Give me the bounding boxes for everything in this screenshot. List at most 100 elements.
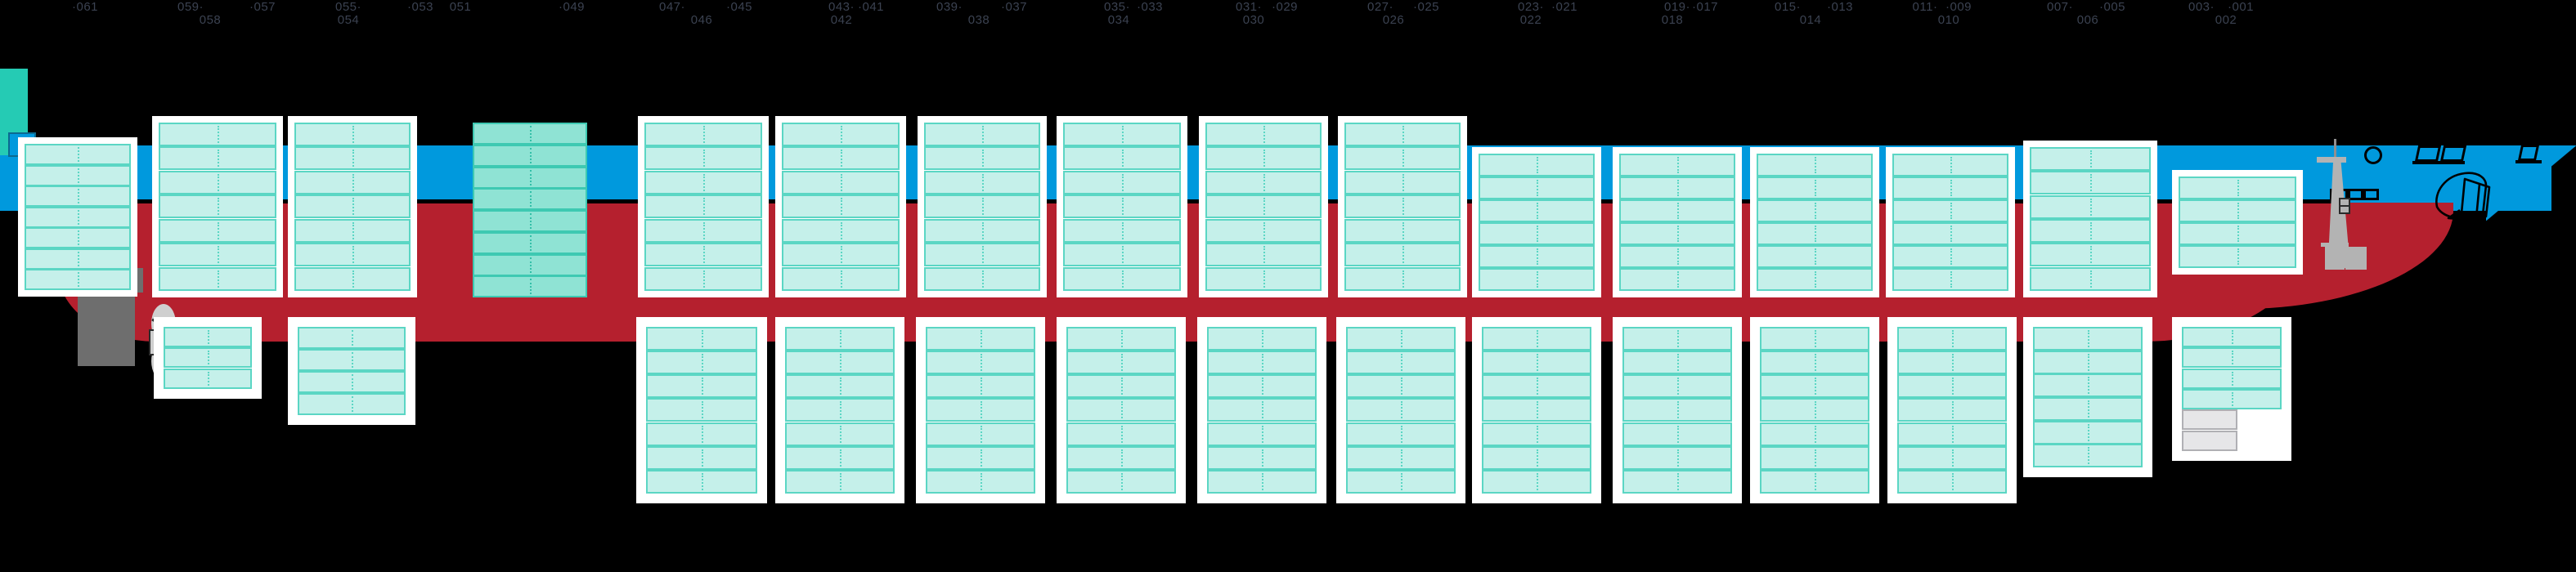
- container-slot[interactable]: [298, 371, 406, 393]
- container-slot[interactable]: [1344, 219, 1461, 243]
- container-slot[interactable]: [924, 123, 1040, 146]
- container-slot[interactable]: [25, 144, 131, 165]
- container-slot[interactable]: [2179, 199, 2296, 222]
- container-slot[interactable]: [644, 267, 762, 291]
- container-slot[interactable]: [2030, 243, 2151, 266]
- container-slot[interactable]: [2182, 409, 2237, 430]
- container-stack-bay-010[interactable]: [1887, 317, 2017, 503]
- container-slot[interactable]: [1207, 422, 1317, 446]
- container-slot[interactable]: [159, 267, 276, 291]
- container-slot[interactable]: [1482, 351, 1591, 374]
- container-slot[interactable]: [25, 248, 131, 270]
- container-slot[interactable]: [1622, 422, 1732, 446]
- container-stack-bay-038[interactable]: [916, 317, 1045, 503]
- container-slot[interactable]: [644, 171, 762, 194]
- container-slot[interactable]: [1622, 470, 1732, 494]
- container-slot[interactable]: [1205, 123, 1322, 146]
- container-stack-bay-002[interactable]: [2172, 317, 2291, 461]
- container-slot[interactable]: [646, 398, 757, 422]
- container-slot[interactable]: [1892, 177, 2008, 199]
- container-slot[interactable]: [646, 470, 757, 494]
- container-stack-bay-034[interactable]: [1057, 116, 1187, 297]
- container-slot[interactable]: [1205, 243, 1322, 266]
- container-slot[interactable]: [1622, 446, 1732, 470]
- container-stack-bay-022[interactable]: [1472, 317, 1601, 503]
- container-slot[interactable]: [782, 267, 900, 291]
- container-slot[interactable]: [473, 210, 587, 232]
- container-slot[interactable]: [294, 146, 411, 170]
- container-stack-bay-026[interactable]: [1336, 317, 1465, 503]
- container-slot[interactable]: [1346, 351, 1456, 374]
- container-slot[interactable]: [926, 351, 1035, 374]
- container-slot[interactable]: [1892, 154, 2008, 177]
- container-slot[interactable]: [2030, 147, 2151, 171]
- container-slot[interactable]: [2030, 219, 2151, 243]
- container-slot[interactable]: [1482, 327, 1591, 351]
- container-slot[interactable]: [473, 123, 587, 145]
- container-stack-bay-002[interactable]: [2172, 170, 2303, 275]
- container-slot[interactable]: [1482, 470, 1591, 494]
- container-slot[interactable]: [2179, 177, 2296, 199]
- container-slot[interactable]: [294, 243, 411, 266]
- container-slot[interactable]: [294, 123, 411, 146]
- container-slot[interactable]: [1205, 267, 1322, 291]
- container-slot[interactable]: [2033, 351, 2143, 374]
- container-slot[interactable]: [1207, 398, 1317, 422]
- container-slot[interactable]: [1619, 222, 1735, 245]
- container-stack-bay-034[interactable]: [1057, 317, 1186, 503]
- container-slot[interactable]: [785, 422, 895, 446]
- container-slot[interactable]: [2179, 245, 2296, 268]
- container-slot[interactable]: [1205, 219, 1322, 243]
- container-slot[interactable]: [1344, 123, 1461, 146]
- container-slot[interactable]: [1757, 154, 1873, 177]
- container-slot[interactable]: [294, 219, 411, 243]
- container-slot[interactable]: [1346, 470, 1456, 494]
- container-slot[interactable]: [1479, 177, 1595, 199]
- container-stack-bay-018[interactable]: [1613, 317, 1742, 503]
- container-slot[interactable]: [1344, 267, 1461, 291]
- container-slot[interactable]: [1066, 422, 1176, 446]
- container-slot[interactable]: [294, 171, 411, 194]
- container-slot[interactable]: [1479, 268, 1595, 291]
- container-stack-bay-051[interactable]: [466, 116, 594, 304]
- container-stack-bay-054[interactable]: [154, 317, 262, 399]
- container-slot[interactable]: [1892, 268, 2008, 291]
- container-slot[interactable]: [473, 254, 587, 276]
- container-slot[interactable]: [1207, 351, 1317, 374]
- container-slot[interactable]: [1063, 123, 1181, 146]
- container-slot[interactable]: [782, 219, 900, 243]
- container-slot[interactable]: [1482, 446, 1591, 470]
- container-slot[interactable]: [924, 219, 1040, 243]
- container-slot[interactable]: [1344, 146, 1461, 170]
- container-slot[interactable]: [294, 267, 411, 291]
- container-stack-bay-014[interactable]: [1750, 317, 1879, 503]
- container-slot[interactable]: [1063, 146, 1181, 170]
- container-slot[interactable]: [644, 194, 762, 218]
- container-stack-bay-010[interactable]: [1886, 147, 2015, 297]
- container-slot[interactable]: [926, 422, 1035, 446]
- container-slot[interactable]: [1892, 222, 2008, 245]
- container-slot[interactable]: [785, 374, 895, 398]
- container-slot[interactable]: [785, 470, 895, 494]
- container-slot[interactable]: [1066, 398, 1176, 422]
- container-slot[interactable]: [782, 171, 900, 194]
- container-slot[interactable]: [164, 347, 252, 368]
- container-slot[interactable]: [1760, 398, 1869, 422]
- container-slot[interactable]: [924, 267, 1040, 291]
- container-slot[interactable]: [1346, 398, 1456, 422]
- container-slot[interactable]: [2182, 431, 2237, 451]
- container-slot[interactable]: [1205, 194, 1322, 218]
- container-slot[interactable]: [646, 351, 757, 374]
- container-slot[interactable]: [2030, 195, 2151, 219]
- container-slot[interactable]: [1066, 374, 1176, 398]
- container-slot[interactable]: [2033, 397, 2143, 421]
- container-slot[interactable]: [1757, 245, 1873, 268]
- container-slot[interactable]: [924, 146, 1040, 170]
- container-slot[interactable]: [2030, 267, 2151, 291]
- container-slot[interactable]: [1760, 351, 1869, 374]
- container-slot[interactable]: [1619, 268, 1735, 291]
- container-slot[interactable]: [1622, 327, 1732, 351]
- container-slot[interactable]: [1479, 199, 1595, 222]
- container-slot[interactable]: [926, 470, 1035, 494]
- container-slot[interactable]: [1066, 327, 1176, 351]
